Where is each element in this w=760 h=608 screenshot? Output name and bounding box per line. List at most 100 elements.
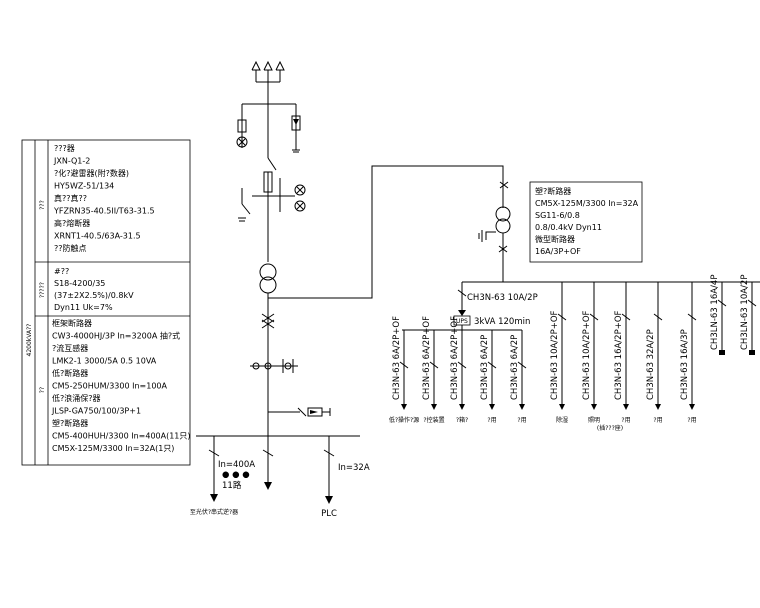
breaker-icon (487, 361, 497, 369)
table-line: LMK2-1 3000/5A 0.5 10VA (52, 357, 157, 366)
breaker-icon (747, 299, 757, 307)
branch-label: CH3N-63 32A/2P (646, 329, 656, 400)
branch-destination: ?用 (653, 417, 662, 424)
feeder-left-dest: 至光伏?串式逆?器 (190, 508, 238, 516)
indicator-icon (294, 184, 306, 196)
table-line: 真??真?? (54, 193, 87, 203)
branch-destination: 照明 (588, 417, 600, 424)
aux-breaker-label: CH3N-63 10A/2P (467, 293, 538, 303)
table-line: ?流互感器 (52, 343, 88, 353)
table-line: HY5WZ-51/134 (54, 182, 114, 191)
switch-icon (267, 157, 277, 171)
transformer-icon (259, 263, 277, 281)
table-line: JXN-Q1-2 (53, 157, 90, 166)
table-group-transformer: ????? (39, 282, 46, 298)
table-line: 高?熔断器 (54, 218, 90, 228)
branch-label: CH3N-63 6A/2P (480, 335, 490, 400)
feeder-right-dest: PLC (321, 509, 337, 519)
socket-icon (719, 350, 725, 355)
branch-destination: ?用 (687, 417, 696, 424)
hv-fuse-icon (263, 171, 273, 193)
table-line: 框架断路器 (52, 318, 92, 328)
branch-destination: ?用 (487, 417, 496, 424)
branch-label: CH3N-63 16A/2P+OF (614, 310, 624, 400)
branch-label: CH3N-63 16A/3P (680, 329, 690, 400)
ct-icon (252, 362, 260, 370)
branch-label: CH3N-63 6A/2P+OF (450, 316, 460, 400)
equipment-table: 4200kVA?? ??? ????? ?? ???器 JXN-Q1-2 ?化?避雷… (21, 139, 191, 466)
socket-icon (749, 350, 755, 355)
branch-destination: ?用 (621, 417, 630, 424)
arrow-icon (401, 404, 407, 410)
table-line: CM5-400HUH/3300 In=400A(11只) (52, 432, 191, 441)
indicator-icon-2 (294, 200, 306, 212)
table-line: ?化?避雷器(附?数器) (54, 168, 129, 178)
arrow-icon (489, 404, 495, 410)
table-vertical-title: 4200kVA?? (26, 324, 33, 357)
aux-spec-line: 0.8/0.4kV Dyn11 (535, 223, 602, 232)
aux-spec-line: 微型断路器 (535, 234, 575, 244)
ups-label: UPS (456, 318, 468, 325)
branch-destination: ?控装置 (423, 416, 444, 424)
table-line: YFZRN35-40.5II/T63-31.5 (53, 207, 155, 216)
feeder-right-rating: In=32A (338, 463, 370, 473)
aux-transformer-icon (495, 206, 511, 222)
arrow-icon (591, 404, 597, 410)
breaker-icon (621, 313, 631, 321)
breaker-icon (399, 361, 409, 369)
lamp-icon (236, 136, 248, 148)
table-line: Dyn11 Uk=7% (54, 303, 113, 312)
breaker-icon (517, 361, 527, 369)
branch-destination: ?用 (517, 417, 526, 424)
aux-spec-line: 16A/3P+OF (535, 247, 581, 256)
table-line: JLSP-GA750/100/3P+1 (51, 407, 141, 416)
branch-label: CH3LN-63 16A/4P (710, 275, 720, 350)
table-hv-lines: ???器 JXN-Q1-2 ?化?避雷器(附?数器) HY5WZ-51/134 真??真… (53, 144, 155, 253)
table-line: CM5X-125M/3300 In=32A(1只) (52, 444, 174, 453)
feeder-left-rating: In=400A (218, 460, 255, 470)
arrow-icon (459, 404, 465, 410)
branch-label: CH3N-63 6A/2P+OF (422, 316, 432, 400)
breaker-icon (653, 313, 663, 321)
arrow-icon (431, 404, 437, 410)
main-circuit (236, 60, 504, 436)
branch-label: CH3N-63 6A/2P (510, 335, 520, 400)
table-group-hv: ??? (39, 200, 46, 210)
table-line: ??防触点 (54, 243, 87, 253)
aux-note: (插???座) (597, 424, 623, 432)
branch-label: CH3LN-63 10A/2P (740, 275, 750, 350)
table-group-lv: ?? (39, 387, 46, 393)
table-line: S18-4200/35 (54, 279, 105, 288)
arrow-icon (519, 404, 525, 410)
branch-label: CH3N-63 10A/2P+OF (550, 310, 560, 400)
breaker-icon (557, 313, 567, 321)
table-transformer-lines: #?? S18-4200/35 (37±2X2.5%)/0.8kV Dyn11 Uk=… (54, 267, 134, 312)
table-line: 低?浪涌保?器 (52, 393, 101, 403)
feeder-branches: CH3N-63 6A/2P+OF 低?操作?源 CH3N-63 6A/2P+OF ?控… (389, 275, 757, 424)
table-line: 塑?断路器 (52, 418, 88, 428)
branch-label: CH3N-63 10A/2P+OF (582, 310, 592, 400)
table-line: CM5-250HUM/3300 In=100A (52, 382, 168, 391)
aux-spec-box (529, 181, 643, 263)
dots-icon: ● ● ● (222, 470, 250, 480)
branch-destination: 低?操作?源 (389, 416, 419, 424)
breaker-icon (589, 313, 599, 321)
incoming-arrows (251, 60, 285, 83)
breaker-icon (429, 361, 439, 369)
fuse-icon (237, 119, 247, 133)
table-line: #?? (54, 267, 69, 276)
main-feeders: In=400A ● ● ● 11路 至光伏?串式逆?器 In=32A PLC (190, 436, 370, 519)
feeder-left-count: 11路 (222, 480, 242, 491)
table-line: 低?断路器 (52, 368, 88, 378)
ups-rating: 3kVA 120min (474, 317, 530, 327)
table-line: ???器 (54, 144, 75, 153)
aux-spec-line: CM5X-125M/3300 In=32A (535, 199, 639, 208)
branch-destination: ?箱? (456, 416, 468, 424)
breaker-icon (457, 361, 467, 369)
table-line: (37±2X2.5%)/0.8kV (54, 291, 134, 300)
arrow-icon (559, 404, 565, 410)
